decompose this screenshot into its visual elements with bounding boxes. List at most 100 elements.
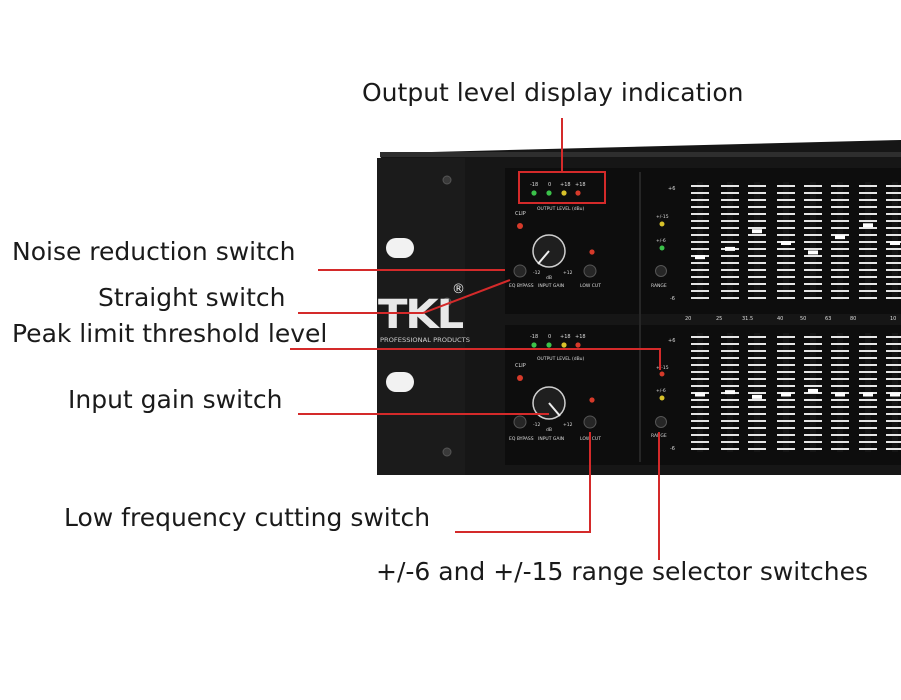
fader-knob[interactable] [835,235,845,240]
fader-knob[interactable] [863,223,873,228]
fader-knob[interactable] [781,392,791,397]
fader-tick [831,234,849,236]
fader-tick [831,364,849,366]
fader-tick [804,385,822,387]
fader-tick [831,248,849,250]
level-led-green [546,342,552,348]
fader-tick [721,262,739,264]
freq-label: 31.5 [742,316,753,322]
led-scale: 0 [548,182,551,188]
fader-knob[interactable] [835,392,845,397]
fader-tick [831,413,849,415]
fader-tick [691,434,709,436]
fader-tick [859,357,877,359]
fader-tick [804,206,822,208]
fader-tick [859,427,877,429]
range-bottom: -6 [670,446,675,452]
fader-tick [748,241,766,243]
range-bottom: -6 [670,296,675,302]
frequency-labels: 20 25 31.5 40 50 63 80 10 [685,316,896,322]
fader-knob[interactable] [808,388,818,393]
eq-bypass-button[interactable] [513,415,527,429]
level-led-yellow [561,190,567,196]
fader-tick [777,297,795,299]
fader-knob[interactable] [695,392,705,397]
fader-tick [777,248,795,250]
fader-tick [804,336,822,338]
fader-tick [777,378,795,380]
fader-tick [748,406,766,408]
range-button[interactable] [655,265,667,277]
led-scale: -18 [530,182,538,188]
level-led-green [531,190,537,196]
fader-tick [804,269,822,271]
fader-tick [859,276,877,278]
fader-knob[interactable] [752,394,762,399]
fader-tick [777,371,795,373]
brand-logo: TKL [378,292,464,338]
freq-label: 25 [716,316,722,322]
fader-tick [691,185,709,187]
fader-tick [691,248,709,250]
fader-tick [748,378,766,380]
callout-low-cut: Low frequency cutting switch [64,503,431,532]
fader-tick [804,406,822,408]
fader-tick [859,448,877,450]
fader-knob[interactable] [781,241,791,245]
fader-tick [804,427,822,429]
low-cut-button[interactable] [583,415,597,429]
fader-tick [859,248,877,250]
fader-knob[interactable] [695,255,705,260]
fader-knob[interactable] [863,392,873,397]
range-6-led [659,395,665,401]
fader-tick [748,357,766,359]
range-button[interactable] [655,416,667,428]
rack-ear [377,158,465,475]
fader-tick [721,241,739,243]
callout-straight: Straight switch [98,283,286,312]
fader-tick [831,385,849,387]
fader-tick [886,213,901,215]
fader-tick [691,378,709,380]
fader-tick [691,406,709,408]
fader-tick [886,220,901,222]
fader-tick [721,283,739,285]
fader-knob[interactable] [752,229,762,234]
low-cut-button[interactable] [583,264,597,278]
fader-tick [859,420,877,422]
fader-tick [804,364,822,366]
gain-knob-pointer [548,402,561,417]
fader-knob[interactable] [725,390,735,395]
fader-tick [721,427,739,429]
fader-tick [721,213,739,215]
fader-knob[interactable] [725,246,735,251]
fader-tick [691,199,709,201]
led-scale: -18 [530,334,538,340]
eq-bypass-button[interactable] [513,264,527,278]
straight-leader [298,279,511,314]
fader-tick [777,213,795,215]
fader-tick [691,343,709,345]
fader-tick [859,213,877,215]
input-gain-label: INPUT GAIN [538,283,564,289]
range-top: +6 [668,338,675,344]
fader-tick [691,206,709,208]
fader-tick [859,385,877,387]
fader-tick [886,385,901,387]
gain-mid: dB [546,275,552,281]
fader-knob[interactable] [808,250,818,255]
fader-tick [859,343,877,345]
fader-tick [691,357,709,359]
fader-tick [777,276,795,278]
fader-knob[interactable] [890,392,900,397]
fader-tick [777,290,795,292]
fader-tick [804,441,822,443]
fader-tick [721,406,739,408]
fader-tick [804,262,822,264]
fader-tick [748,283,766,285]
fader-tick [859,336,877,338]
fader-tick [886,262,901,264]
fader-knob[interactable] [890,241,900,245]
